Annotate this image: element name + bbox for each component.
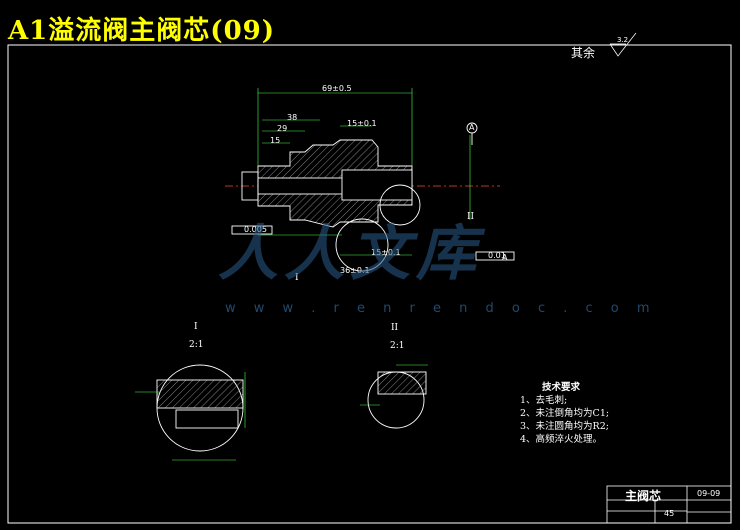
drawing-number: 09-09 — [697, 489, 721, 498]
view-I-label: I — [194, 322, 198, 332]
dim-15: 15 — [270, 136, 281, 145]
tech-item: 1、去毛刺; — [520, 395, 568, 406]
tolerance-left: 0.005 — [244, 225, 267, 234]
dim-36: 36±0.1 — [340, 266, 370, 275]
mark-I: I — [295, 273, 299, 283]
part-name: 主阀芯 — [625, 489, 662, 503]
surface-finish-value: 3.2 — [617, 36, 629, 44]
view-II-scale: 2:1 — [390, 341, 405, 351]
dim-29: 29 — [277, 124, 288, 133]
drawing-title: A1溢流阀主阀芯(09) — [8, 16, 276, 46]
watermark-url: w w w . r e n r e n d o c . c o m — [225, 301, 657, 316]
datum-a: A — [469, 123, 475, 132]
tech-item: 2、未注倒角均为C1; — [520, 408, 610, 419]
dim-38: 38 — [287, 113, 298, 122]
tolerance-right: 0.01 — [488, 251, 506, 260]
detail-view-I — [135, 364, 246, 461]
surface-finish-label: 其余 — [571, 46, 596, 60]
tech-heading: 技术要求 — [542, 382, 581, 393]
title-block — [606, 485, 732, 524]
tech-item: 4、高频淬火处理。 — [520, 434, 603, 445]
detail-view-II — [360, 364, 428, 429]
mark-II: II — [467, 212, 475, 222]
view-II-label: II — [391, 323, 399, 333]
datum-a-ref: A — [502, 253, 508, 262]
dim-overall-length: 69±0.5 — [322, 84, 352, 93]
view-I-scale: 2:1 — [189, 340, 204, 350]
main-view — [225, 88, 515, 272]
sheet-border — [7, 44, 732, 524]
tech-requirements: 技术要求 1、去毛刺; 2、未注倒角均为C1; 3、未注圆角均为R2; 4、高频… — [520, 381, 609, 446]
dim-15-lower: 15±0.1 — [371, 248, 401, 257]
dim-15-tol: 15±0.1 — [347, 119, 377, 128]
roughness-symbol — [609, 32, 637, 57]
tech-item: 3、未注圆角均为R2; — [520, 421, 609, 432]
watermark-logo: 人人文库 — [218, 219, 482, 289]
material: 45 — [664, 509, 675, 518]
